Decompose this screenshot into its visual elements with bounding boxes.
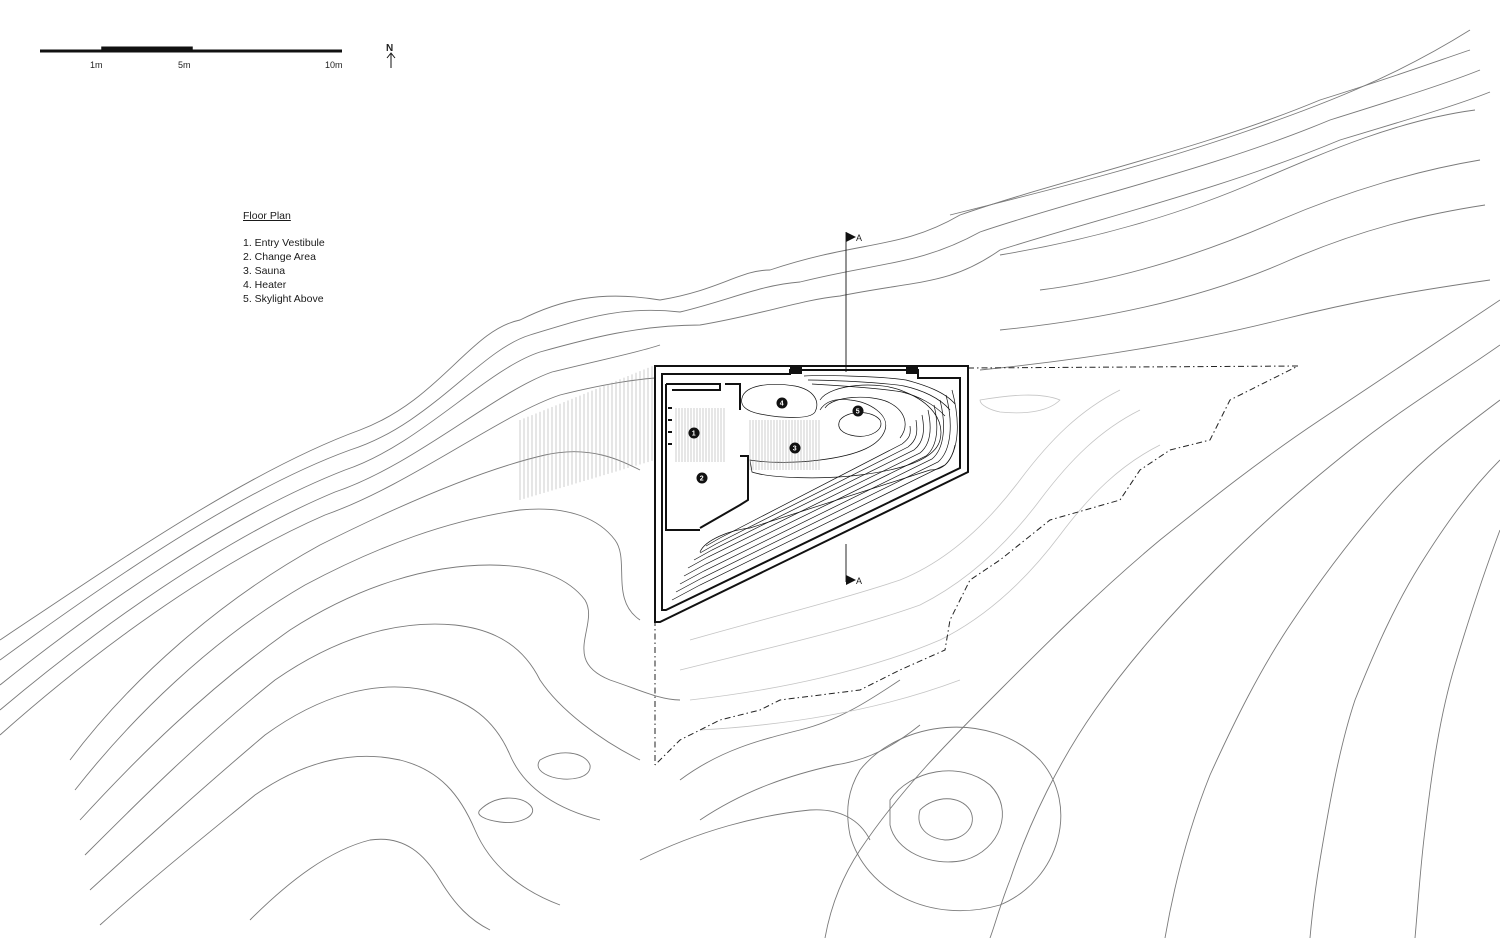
legend-item-heater: 4. Heater xyxy=(243,279,287,291)
site-boundary xyxy=(654,365,1299,766)
svg-text:4: 4 xyxy=(780,401,784,408)
room-markers: 1 2 3 4 5 xyxy=(688,397,864,484)
section-flag-icon xyxy=(846,232,856,242)
scale-bar: 1m 5m 10m xyxy=(40,46,343,70)
svg-text:2: 2 xyxy=(700,476,704,483)
scale-label-1m: 1m xyxy=(90,60,103,70)
legend-item-change-area: 2. Change Area xyxy=(243,251,316,263)
svg-text:3: 3 xyxy=(793,446,797,453)
scale-label-10m: 10m xyxy=(325,60,343,70)
hatched-terrace xyxy=(519,366,653,500)
svg-text:5: 5 xyxy=(856,409,860,416)
building-footprint xyxy=(654,365,969,623)
room-marker-3: 3 xyxy=(789,442,801,454)
svg-text:1: 1 xyxy=(692,431,696,438)
room-marker-5: 5 xyxy=(852,405,864,417)
legend-title: Floor Plan xyxy=(243,210,291,222)
legend-list: 1. Entry Vestibule 2. Change Area 3. Sau… xyxy=(243,236,325,306)
legend-item-entry-vestibule: 1. Entry Vestibule xyxy=(243,237,325,249)
section-label-south: A xyxy=(856,576,862,586)
topographic-contours xyxy=(0,29,1500,938)
room-marker-2: 2 xyxy=(696,472,708,484)
legend-item-skylight-above: 5. Skylight Above xyxy=(243,293,324,305)
north-label: N xyxy=(386,43,393,54)
floor-plan-legend: Floor Plan 1. Entry Vestibule 2. Change … xyxy=(243,209,325,306)
section-label-north: A xyxy=(856,233,862,243)
site-interior-contours xyxy=(679,389,1161,731)
room-marker-4: 4 xyxy=(776,397,788,409)
north-arrow: N xyxy=(386,43,396,68)
room-marker-1: 1 xyxy=(688,427,700,439)
section-cut-a: A A xyxy=(845,232,862,586)
scale-label-5m: 5m xyxy=(178,60,191,70)
legend-item-sauna: 3. Sauna xyxy=(243,265,286,277)
section-flag-icon xyxy=(846,575,856,585)
